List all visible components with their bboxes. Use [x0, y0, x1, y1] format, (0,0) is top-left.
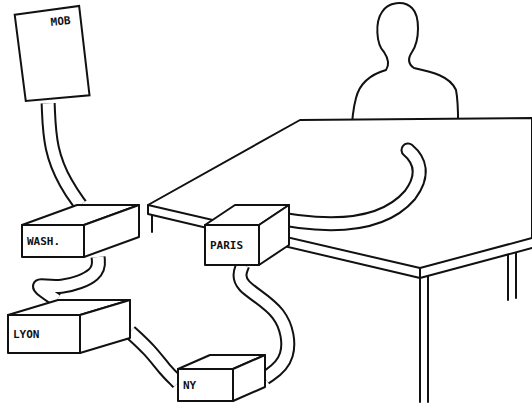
cable-outline: [39, 257, 98, 300]
desk-leg: [151, 215, 153, 232]
box-face: [8, 315, 80, 353]
node-label: NY: [183, 379, 196, 392]
box-face: [22, 225, 84, 257]
box-outline: [178, 355, 265, 401]
city-box: PARIS: [205, 205, 289, 265]
desk-top: [148, 118, 532, 268]
node-label: PARIS: [210, 239, 243, 252]
cable-outline: [130, 332, 178, 383]
box-face: [178, 369, 233, 401]
desk-front-edge: [148, 205, 532, 278]
city-box: NY: [178, 355, 265, 401]
city-box: WASH.: [22, 205, 139, 257]
box-face: [205, 225, 259, 265]
city-box: LYON: [8, 300, 130, 353]
desk-corner: [419, 268, 421, 278]
cable-connector: [130, 332, 178, 383]
box-outline: [8, 300, 130, 353]
node-label: MOB: [50, 14, 71, 29]
box-face: [233, 355, 265, 401]
card-shape: [14, 6, 89, 102]
cable-outline: [48, 103, 80, 205]
box-face: [80, 300, 130, 353]
cable-core: [130, 332, 178, 383]
node-label: LYON: [13, 328, 40, 341]
box-outline: [205, 205, 289, 265]
mobile-card: MOB: [13, 5, 90, 104]
cable-core: [48, 103, 80, 205]
cable-core: [39, 257, 98, 300]
cable-connector: [48, 103, 80, 205]
cable-connector: [39, 257, 98, 300]
node-label: WASH.: [27, 235, 60, 248]
desk-leg: [508, 253, 516, 300]
desk-leg: [420, 276, 428, 402]
box-outline: [22, 205, 139, 257]
box-face: [84, 205, 139, 257]
box-face: [259, 205, 289, 265]
